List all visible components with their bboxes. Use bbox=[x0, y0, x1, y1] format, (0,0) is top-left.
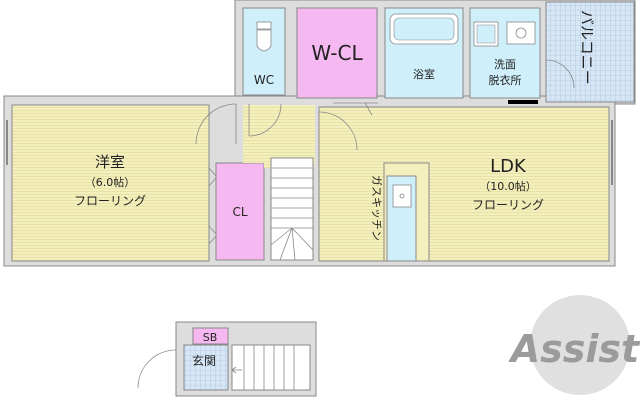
assist-logo: Assist bbox=[508, 295, 640, 395]
entrance-label: 玄関 bbox=[192, 353, 216, 368]
closet: CL bbox=[208, 162, 265, 261]
logo-text: Assist bbox=[508, 327, 640, 371]
western-room: 洋室 （6.0帖） フローリング bbox=[6, 104, 210, 262]
wc-room: WC bbox=[242, 7, 286, 96]
wc-label: WC bbox=[254, 73, 274, 87]
entrance-block: SB 玄関 bbox=[137, 321, 317, 397]
walk-in-closet: W-CL bbox=[296, 7, 378, 99]
door-swings bbox=[195, 102, 378, 151]
ldk-floor: フローリング bbox=[472, 198, 544, 212]
bathroom: 浴室 bbox=[384, 7, 464, 99]
western-room-size: （6.0帖） bbox=[85, 176, 136, 189]
wcl-label: W-CL bbox=[311, 41, 363, 65]
logo-circle-icon bbox=[530, 295, 630, 395]
closet-label: CL bbox=[232, 205, 247, 219]
western-room-name: 洋室 bbox=[95, 153, 125, 171]
shoebox-label: SB bbox=[203, 331, 218, 344]
bath-label: 浴室 bbox=[413, 67, 435, 81]
kitchen-label: ガスキッチン bbox=[370, 175, 383, 241]
western-room-floor: フローリング bbox=[74, 194, 146, 208]
ldk-name: LDK bbox=[490, 156, 527, 177]
washroom: 洗面 脱衣所 bbox=[469, 7, 541, 104]
ldk-size: （10.0帖） bbox=[479, 180, 537, 193]
washroom-label-line2: 脱衣所 bbox=[489, 73, 522, 87]
balcony-label: バルコニー bbox=[578, 10, 596, 85]
ldk-room: LDK （10.0帖） フローリング bbox=[318, 106, 613, 262]
kitchen: ガスキッチン bbox=[370, 162, 430, 262]
balcony: バルコニー bbox=[545, 1, 635, 103]
staircase bbox=[270, 157, 314, 261]
washroom-label-line1: 洗面 bbox=[494, 58, 516, 71]
